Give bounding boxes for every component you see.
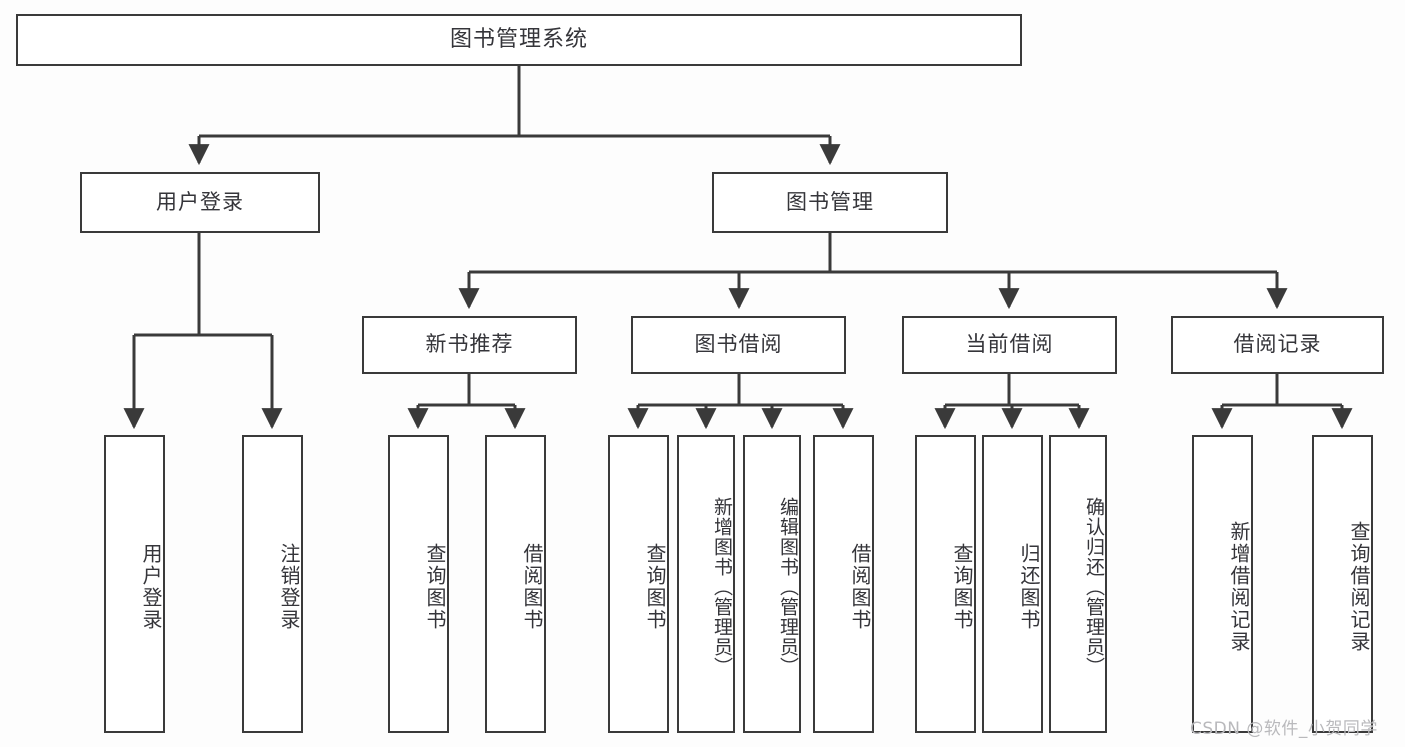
leaf-add-borrow-record[interactable]: 新增借阅记录 bbox=[1192, 435, 1253, 733]
leaf-borrow-book[interactable]: 借阅图书 bbox=[813, 435, 874, 733]
node-label: 新书推荐 bbox=[425, 332, 514, 357]
leaf-logout[interactable]: 注销登录 bbox=[242, 435, 303, 733]
node-root-system[interactable]: 图书管理系统 bbox=[16, 14, 1022, 66]
node-label: 归还图书 bbox=[1017, 543, 1041, 631]
node-label: 查询图书 bbox=[643, 543, 667, 631]
node-label: 借阅图书 bbox=[520, 543, 544, 631]
leaf-query-borrow-record[interactable]: 查询借阅记录 bbox=[1312, 435, 1373, 733]
leaf-query-book-current[interactable]: 查询图书 bbox=[915, 435, 976, 733]
node-label: 用户登录 bbox=[156, 189, 244, 214]
leaf-user-login[interactable]: 用户登录 bbox=[104, 435, 165, 733]
node-label: 新增图书（管理员） bbox=[711, 497, 733, 677]
leaf-query-book-borrow[interactable]: 查询图书 bbox=[608, 435, 669, 733]
leaf-return-book[interactable]: 归还图书 bbox=[982, 435, 1043, 733]
node-user-login[interactable]: 用户登录 bbox=[80, 172, 320, 233]
leaf-confirm-return-admin[interactable]: 确认归还（管理员） bbox=[1049, 435, 1107, 733]
node-label: 图书管理系统 bbox=[449, 26, 588, 52]
leaf-edit-book-admin[interactable]: 编辑图书（管理员） bbox=[743, 435, 801, 733]
watermark-text: CSDN @软件_小贺同学 bbox=[1190, 719, 1378, 739]
node-book-borrow[interactable]: 图书借阅 bbox=[631, 316, 846, 374]
node-label: 查询借阅记录 bbox=[1347, 521, 1371, 653]
node-label: 编辑图书（管理员） bbox=[777, 497, 799, 677]
leaf-add-book-admin[interactable]: 新增图书（管理员） bbox=[677, 435, 735, 733]
node-label: 图书管理 bbox=[786, 189, 874, 214]
node-new-book-recommend[interactable]: 新书推荐 bbox=[362, 316, 577, 374]
node-label: 借阅记录 bbox=[1233, 332, 1322, 357]
node-label: 查询图书 bbox=[423, 543, 447, 631]
node-label: 用户登录 bbox=[139, 543, 163, 631]
node-label: 借阅图书 bbox=[848, 543, 872, 631]
leaf-borrow-book-recommend[interactable]: 借阅图书 bbox=[485, 435, 546, 733]
node-label: 确认归还（管理员） bbox=[1083, 497, 1105, 677]
node-label: 当前借阅 bbox=[965, 332, 1054, 357]
node-current-borrow[interactable]: 当前借阅 bbox=[902, 316, 1117, 374]
node-label: 注销登录 bbox=[277, 543, 301, 631]
node-label: 查询图书 bbox=[950, 543, 974, 631]
node-borrow-record[interactable]: 借阅记录 bbox=[1171, 316, 1384, 374]
node-label: 图书借阅 bbox=[694, 332, 783, 357]
node-label: 新增借阅记录 bbox=[1227, 521, 1251, 653]
node-book-management[interactable]: 图书管理 bbox=[712, 172, 948, 233]
leaf-query-book-recommend[interactable]: 查询图书 bbox=[388, 435, 449, 733]
